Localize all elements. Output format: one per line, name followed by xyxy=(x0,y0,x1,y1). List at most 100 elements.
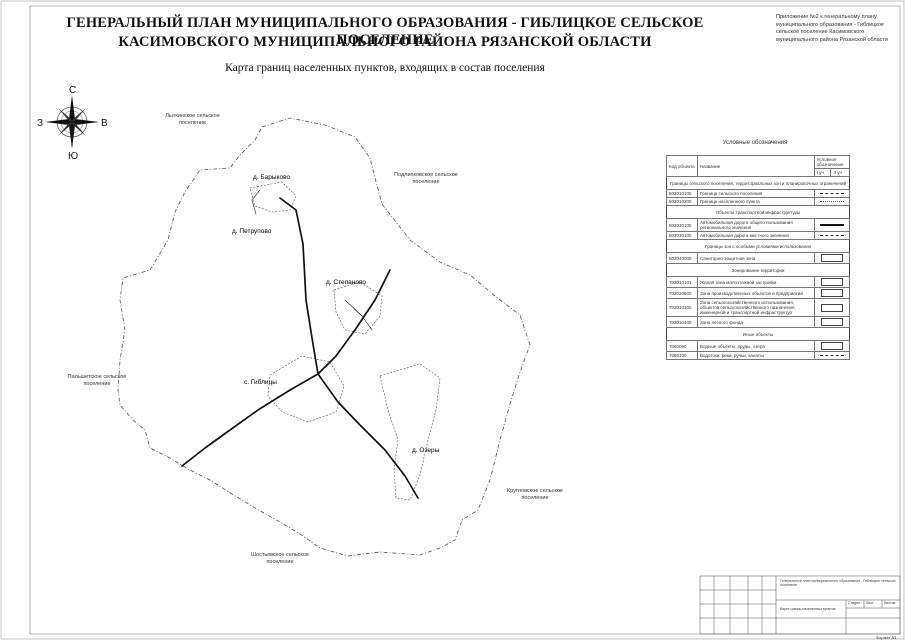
settlement-label-petrupovo: д. Петрупово xyxy=(232,228,272,235)
legend-head-name: Название xyxy=(697,155,815,177)
legend-code: 602030105 xyxy=(666,218,698,232)
legend-symbol xyxy=(813,298,851,317)
outline-giblitsy xyxy=(267,355,345,423)
legend-name: Зона лесного фонда xyxy=(697,316,815,328)
legend-table: Код объекта Название Условное обозначени… xyxy=(666,155,851,360)
settlement-label-barykovo: д. Барыково xyxy=(253,174,290,181)
settlement-label-giblitsy: с. Гиблицы xyxy=(244,378,277,386)
legend-symbol-thin-icon xyxy=(819,355,844,356)
neighbor-label-w: Пальшетское сельское поселение xyxy=(67,374,127,387)
road-network xyxy=(181,189,419,499)
legend-body: Границы сельского поселения, территориал… xyxy=(666,176,851,360)
legend-section-title: Объекты транспортной инфраструктуры xyxy=(666,205,850,219)
legend-section-row: Границы сельского поселения, территориал… xyxy=(666,176,850,190)
stamp-sheet-no: Лист xyxy=(866,601,874,605)
legend-name: Автомобильная дорога общего пользования … xyxy=(697,218,815,232)
legend-name: Водотоки: реки, ручьи, каналы xyxy=(697,351,815,360)
legend-code: 702010101 xyxy=(666,276,698,288)
legend-code: 702020500 xyxy=(666,287,698,299)
legend-section-row: Иные объекты xyxy=(666,327,850,341)
map-title-line1: ГЕНЕРАЛЬНЫЙ ПЛАН МУНИЦИПАЛЬНОГО ОБРАЗОВА… xyxy=(66,15,704,48)
stamp-main: Генеральный план муниципального образова… xyxy=(780,579,896,587)
map-title-line2: КАСИМОВСКОГО МУНИЦИПАЛЬНОГО РАЙОНА РЯЗАН… xyxy=(118,34,652,50)
legend-section-row: Объекты транспортной инфраструктуры xyxy=(666,205,850,219)
legend-head-sym-a: I уч xyxy=(813,168,832,177)
neighbor-label-s: Шостьевское сельское поселение xyxy=(250,552,310,565)
compass-north: С xyxy=(69,85,76,96)
stamp-format: Формат А3 xyxy=(876,635,897,640)
compass-rose-icon xyxy=(45,95,99,149)
legend-code: 602040000 xyxy=(666,252,698,264)
outline-barykovo xyxy=(249,181,297,213)
legend-section-title: Границы зон с особыми условиями использо… xyxy=(666,239,850,253)
outline-stepanovo xyxy=(333,281,383,335)
compass-east: В xyxy=(101,118,108,129)
legend-title: Условные обозначения xyxy=(722,140,788,146)
legend-symbol-rect-icon xyxy=(820,289,843,297)
legend-symbol-solid-icon xyxy=(819,224,844,226)
legend-symbol xyxy=(813,340,851,352)
legend-section-title: Зонирование территории xyxy=(666,263,850,277)
legend-section-row: Границы зон с особыми условиями использо… xyxy=(666,239,850,253)
stamp-lit: Стадия xyxy=(848,601,860,605)
legend-symbol-dashdot-icon xyxy=(819,201,844,202)
legend-section-title: Границы сельского поселения, территориал… xyxy=(666,176,850,190)
legend-head-symbol: Условное обозначение xyxy=(813,155,851,169)
compass-south: Ю xyxy=(68,151,78,162)
local-road xyxy=(344,299,373,331)
appendix-note: Приложение №2 к генеральному плану муниц… xyxy=(776,14,889,43)
legend-symbol-rect-icon xyxy=(820,342,843,350)
legend-code: 602010105 xyxy=(666,189,698,198)
legend-symbol xyxy=(813,316,851,328)
legend-name: Автомобильная дорога местного значения xyxy=(697,231,815,240)
inner-frame xyxy=(29,5,901,635)
settlement-label-ozery: д. Озеры xyxy=(412,447,440,454)
legend-symbol-rect-icon xyxy=(820,303,843,312)
road-southwest xyxy=(181,373,319,467)
legend-section-row: Зонирование территории xyxy=(666,263,850,277)
stamp-sheets: Листов xyxy=(884,601,896,605)
legend-symbol xyxy=(813,189,851,198)
legend-name: Граница сельского поселения xyxy=(697,189,815,198)
legend-name: Граница населенного пункта xyxy=(697,197,815,206)
legend-code: 7060090 xyxy=(666,340,698,352)
neighbor-labels: Лыткинское сельское поселение Подлипковс… xyxy=(67,113,563,565)
legend-code: 702010300 xyxy=(666,298,698,317)
legend-symbol xyxy=(813,276,851,288)
legend-symbol-rect-icon xyxy=(820,318,843,326)
local-road xyxy=(251,189,261,215)
legend-head-sym-b: II уч xyxy=(830,168,850,177)
legend-symbol-thin-icon xyxy=(819,235,844,236)
legend-header-row: Код объекта Название Условное обозначени… xyxy=(666,155,851,177)
road-southeast xyxy=(317,373,419,499)
road-north xyxy=(279,197,319,375)
neighbor-label-nw: Лыткинское сельское поселение xyxy=(165,113,220,126)
legend-name: Зона сельскохозяйственного использования… xyxy=(697,298,815,317)
legend-section-title: Иные объекты xyxy=(666,327,850,341)
legend-code: 702010400 xyxy=(666,316,698,328)
legend-code: 7060100 xyxy=(666,351,698,360)
legend-name: Зона производственных объектов и предпри… xyxy=(697,287,815,299)
legend-name: Санитарно-защитная зона xyxy=(697,252,815,264)
stamp-sheet-title: Карта границ населенных пунктов xyxy=(780,607,836,611)
road-northeast xyxy=(317,269,391,375)
stamp-texts: Генеральный план муниципального образова… xyxy=(700,575,900,640)
legend-symbol xyxy=(813,287,851,299)
legend-symbol-dash-icon xyxy=(819,193,844,194)
legend-symbol xyxy=(813,218,851,232)
neighbor-label-se: Кругловское сельское поселение xyxy=(507,488,563,501)
legend-symbol xyxy=(813,231,851,240)
legend-symbol xyxy=(813,197,851,206)
legend-name: Жилая зона малоэтажной застройки xyxy=(697,276,815,288)
legend-symbol xyxy=(813,351,851,360)
